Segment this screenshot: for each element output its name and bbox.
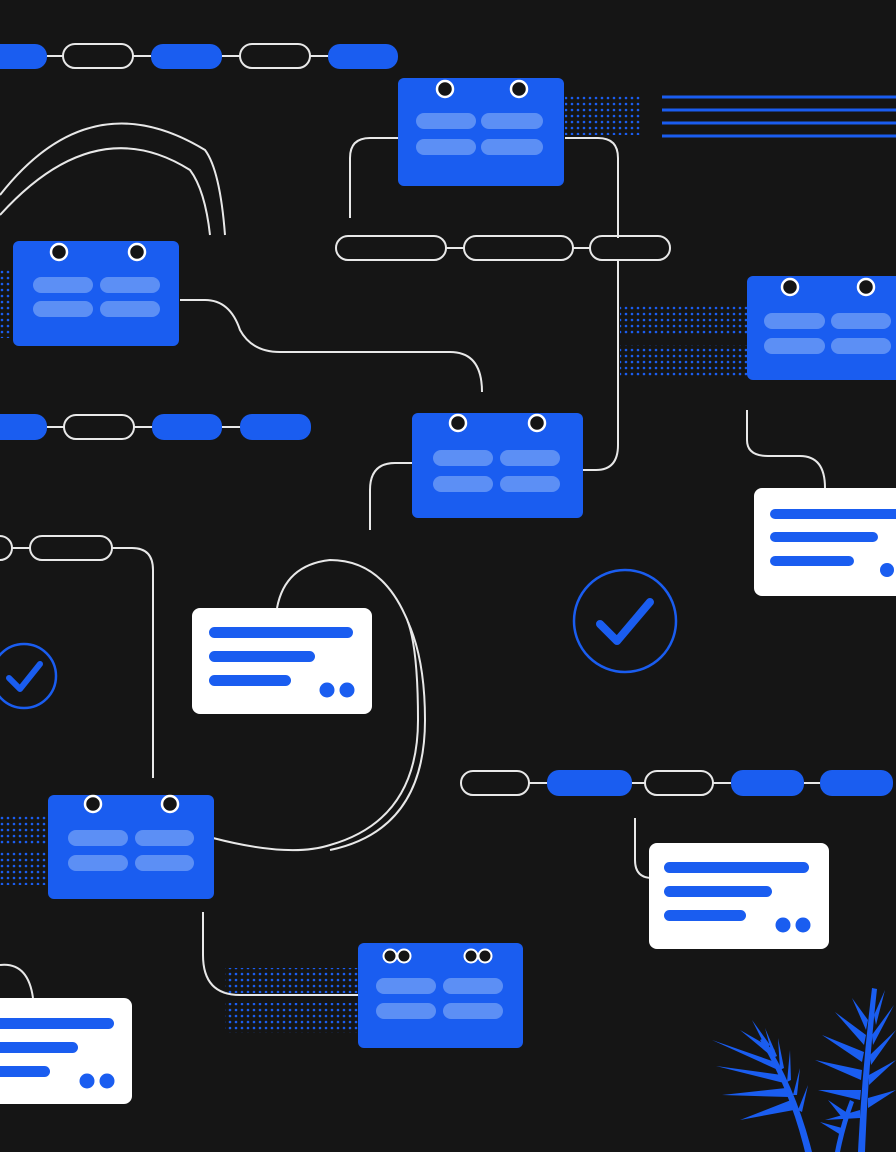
eye-dot-icon xyxy=(527,413,547,433)
eye-dot-icon xyxy=(856,277,876,297)
eye-dot-icon xyxy=(160,794,180,814)
checkmark-icon xyxy=(572,568,678,674)
checkmark-icon xyxy=(0,642,58,710)
blue-card xyxy=(398,78,564,186)
eye-dot-icon xyxy=(780,277,800,297)
eye-dot-icon xyxy=(396,948,412,964)
blue-card xyxy=(747,276,896,380)
blue-card xyxy=(412,413,583,518)
blue-card xyxy=(48,794,214,899)
chain-left xyxy=(0,414,311,440)
palm-leaf-icon xyxy=(712,988,896,1152)
eye-dot-icon xyxy=(448,413,468,433)
eye-dot-icon xyxy=(49,242,69,262)
blue-card xyxy=(13,241,179,346)
white-card xyxy=(649,843,829,949)
chain-center xyxy=(335,235,671,261)
dot-patterns xyxy=(0,95,748,1033)
eye-dot-icon xyxy=(509,79,529,99)
eye-dot-icon xyxy=(83,794,103,814)
chain-right xyxy=(460,770,893,796)
eye-dot-icon xyxy=(435,79,455,99)
white-card xyxy=(0,998,132,1104)
eye-dot-icon xyxy=(477,948,493,964)
connector-lines xyxy=(0,122,826,999)
chain-top xyxy=(0,43,398,69)
eye-dot-icon xyxy=(127,242,147,262)
chain-mid-left xyxy=(0,535,113,561)
blue-card xyxy=(358,943,523,1048)
eye-dot-icon xyxy=(382,948,398,964)
white-card xyxy=(754,488,896,596)
blue-lines xyxy=(662,95,896,138)
eye-dot-icon xyxy=(463,948,479,964)
white-card xyxy=(192,608,372,714)
